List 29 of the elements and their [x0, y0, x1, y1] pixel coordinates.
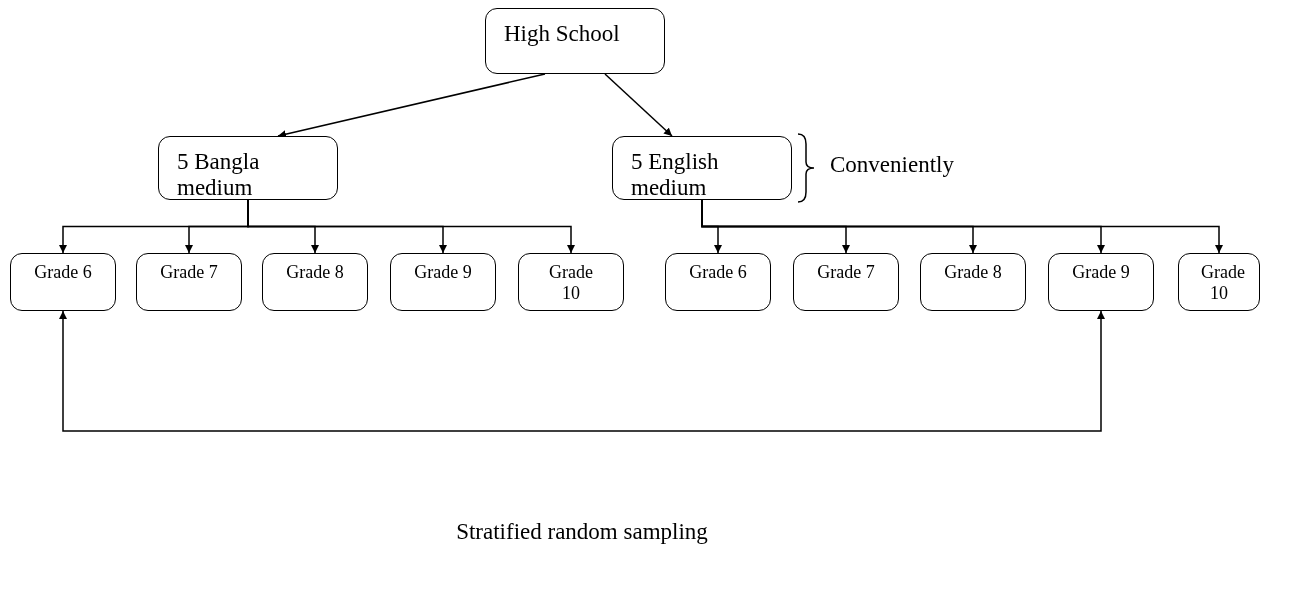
rounded-box	[390, 253, 496, 311]
rounded-box	[10, 253, 116, 311]
arrow	[59, 310, 1105, 432]
side-note: Conveniently	[830, 152, 954, 178]
rounded-box	[1178, 253, 1260, 311]
arrow	[604, 73, 673, 137]
box-label: Grade 6	[33, 262, 93, 283]
rounded-box	[136, 253, 242, 311]
box-label: Grade 8	[943, 262, 1003, 283]
box-label: Grade 9	[1071, 262, 1131, 283]
rounded-box	[665, 253, 771, 311]
rounded-box	[158, 136, 338, 200]
box-label: Grade 7	[159, 262, 219, 283]
box-label: 5 Bangla medium	[177, 149, 261, 202]
box-label: Grade 7	[816, 262, 876, 283]
rounded-box	[793, 253, 899, 311]
rounded-box	[920, 253, 1026, 311]
box-label: 5 English medium	[631, 149, 720, 202]
rounded-box	[485, 8, 665, 74]
box-label: Grade 10	[1200, 262, 1246, 304]
box-label: High School	[504, 21, 621, 48]
rounded-box	[612, 136, 792, 200]
rounded-box	[1048, 253, 1154, 311]
rounded-box	[518, 253, 624, 311]
rounded-box	[262, 253, 368, 311]
box-label: Grade 10	[548, 262, 594, 304]
box-label: Grade 9	[413, 262, 473, 283]
box-label: Grade 8	[285, 262, 345, 283]
box-label: Grade 6	[688, 262, 748, 283]
